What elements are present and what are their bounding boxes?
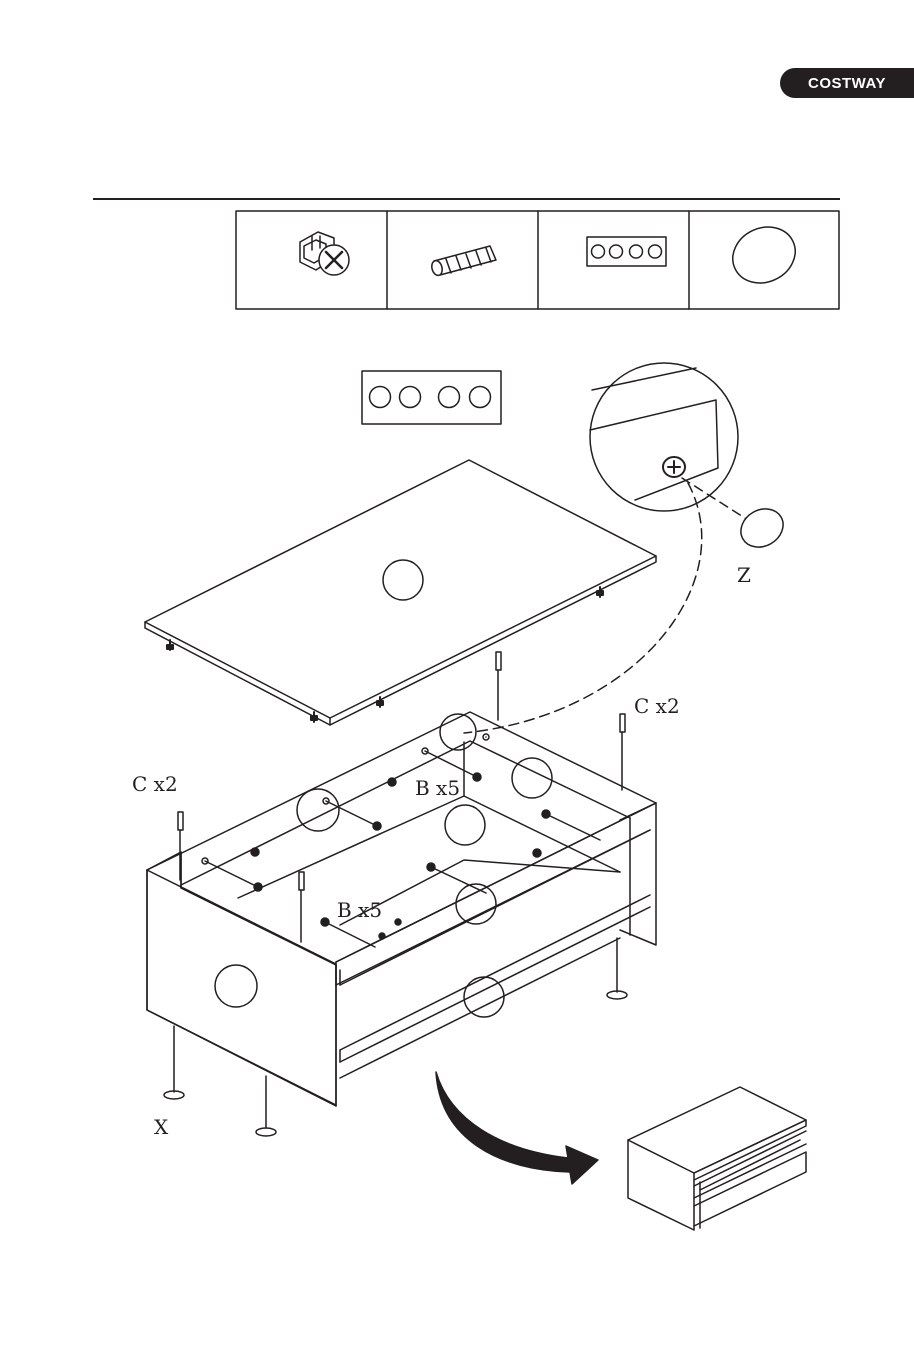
wood-dowel-icon <box>430 246 496 277</box>
label-b-lower: B x5 <box>337 898 382 922</box>
label-z: Z <box>737 563 751 587</box>
finished-table-thumbnail <box>628 1087 806 1230</box>
panel-callout-strip <box>362 371 501 424</box>
cam-lock-icon <box>300 232 349 275</box>
label-x: X <box>154 1115 169 1139</box>
rotate-arrow-icon <box>436 1072 598 1184</box>
label-c-left: C x2 <box>132 772 178 796</box>
carcass <box>147 712 656 1106</box>
parts-table <box>236 211 839 309</box>
label-c-right: C x2 <box>634 694 680 718</box>
cover-cap-icon <box>724 217 805 293</box>
label-b-upper: B x5 <box>415 776 460 800</box>
fittings <box>178 652 625 947</box>
cap-strip-icon <box>587 237 666 266</box>
top-panel <box>145 460 656 725</box>
